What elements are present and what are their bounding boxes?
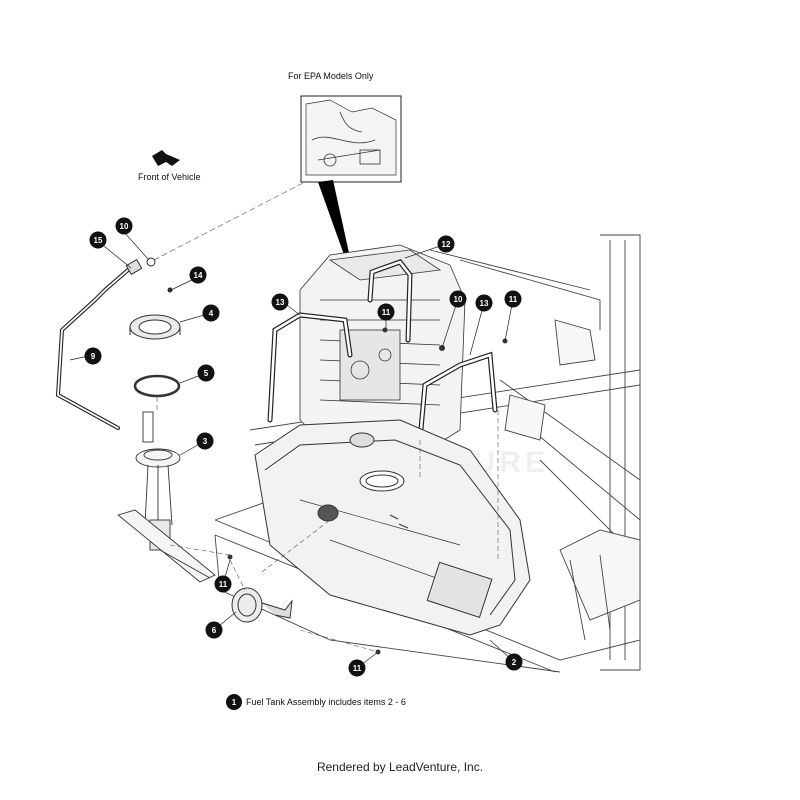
- callout-4: 4: [202, 304, 220, 322]
- callout-number: 2: [512, 658, 517, 667]
- callout-14: 14: [189, 266, 207, 284]
- footer-credit: Rendered by LeadVenture, Inc.: [316, 760, 484, 774]
- epa-inset: [300, 95, 402, 183]
- callout-badge: [377, 303, 395, 321]
- callout-badge: [271, 293, 289, 311]
- fuel-pump-assembly: [117, 411, 216, 583]
- callout-13a: 13: [271, 293, 289, 311]
- callout-11c: 11: [377, 303, 395, 321]
- callout-number: 10: [120, 222, 129, 231]
- callout-badge: [437, 235, 455, 253]
- callout-number: 14: [194, 271, 203, 280]
- callout-number: 13: [276, 298, 285, 307]
- callout-number: 12: [442, 240, 451, 249]
- callout-11b: 11: [348, 659, 366, 677]
- callout-number: 11: [219, 580, 228, 589]
- callout-badge: [189, 266, 207, 284]
- callout-6: 6: [205, 621, 223, 639]
- legend-badge: [226, 694, 242, 710]
- callout-number: 11: [382, 308, 391, 317]
- callout-13b: 13: [475, 294, 493, 312]
- callout-10b: 10: [449, 290, 467, 308]
- callout-number: 3: [203, 437, 208, 446]
- callout-11a: 11: [214, 575, 232, 593]
- callout-2: 2: [505, 653, 523, 671]
- callout-number: 10: [454, 295, 463, 304]
- epa-label: For EPA Models Only: [288, 71, 374, 81]
- callout-15: 15: [89, 231, 107, 249]
- callout-5: 5: [197, 364, 215, 382]
- tube-fittings: [125, 257, 173, 293]
- callout-10a: 10: [115, 217, 133, 235]
- callouts: 10 15 14 4 9 5 3 11 6 11 2 12 13 11 10 13 11: [84, 217, 523, 677]
- callout-badge: [115, 217, 133, 235]
- callout-9: 9: [84, 347, 102, 365]
- callout-badge: [196, 432, 214, 450]
- legend-text: Fuel Tank Assembly includes items 2 - 6: [246, 697, 406, 707]
- callout-number: 6: [212, 626, 217, 635]
- callout-badge: [89, 231, 107, 249]
- callout-badge: [348, 659, 366, 677]
- legend-number: 1: [232, 698, 237, 707]
- arrow-icon: [152, 150, 180, 166]
- callout-badge: [84, 347, 102, 365]
- callout-12: 12: [437, 235, 455, 253]
- callout-badge: [202, 304, 220, 322]
- vehicle-frame: [214, 234, 641, 673]
- legend: 1 Fuel Tank Assembly includes items 2 - …: [226, 694, 406, 710]
- callout-number: 11: [353, 664, 362, 673]
- orientation-label: Front of Vehicle: [138, 172, 201, 182]
- callout-badge: [475, 294, 493, 312]
- leader-lines: [156, 397, 499, 653]
- lock-ring: [129, 314, 181, 340]
- callout-3: 3: [196, 432, 214, 450]
- callout-number: 5: [204, 369, 209, 378]
- callout-badge: [504, 290, 522, 308]
- callout-badge: [197, 364, 215, 382]
- seal-ring: [133, 374, 181, 398]
- fuel-tank: [254, 419, 531, 636]
- callout-number: 4: [209, 309, 214, 318]
- callout-number: 13: [480, 299, 489, 308]
- fuel-cap: [231, 587, 293, 623]
- callout-number: 9: [91, 352, 96, 361]
- callout-11d: 11: [504, 290, 522, 308]
- callout-badge: [449, 290, 467, 308]
- callout-badge: [214, 575, 232, 593]
- callout-badge: [205, 621, 223, 639]
- callout-number: 15: [94, 236, 103, 245]
- callout-number: 11: [509, 295, 518, 304]
- callout-badge: [505, 653, 523, 671]
